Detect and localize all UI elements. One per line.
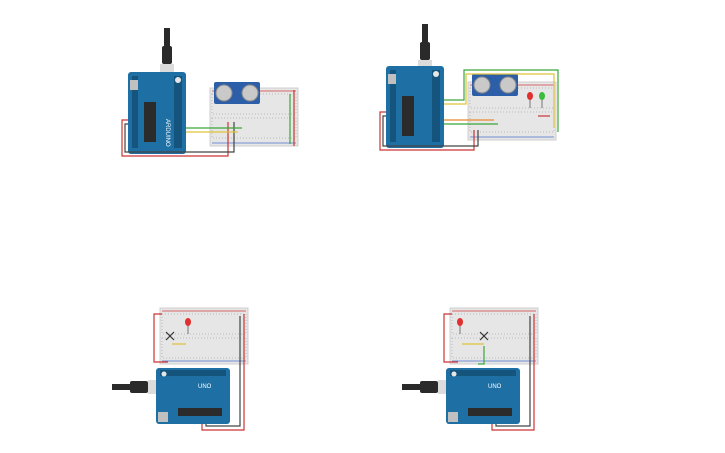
led-button-circuit[interactable]: UNO bbox=[108, 304, 258, 434]
pushbutton-icon[interactable] bbox=[479, 331, 489, 341]
arduino-uno-board[interactable]: ARDUINO bbox=[128, 72, 186, 154]
pushbutton-icon[interactable] bbox=[165, 331, 175, 341]
wires bbox=[121, 90, 295, 157]
ultrasonic-sensor-circuit[interactable]: ARDUINO bbox=[118, 24, 303, 159]
arduino-model-label: UNO bbox=[198, 384, 212, 390]
usb-cable-icon bbox=[402, 380, 448, 394]
red-led-icon[interactable] bbox=[527, 92, 533, 108]
ultrasonic-sensor-with-leds-circuit[interactable] bbox=[378, 20, 563, 155]
green-led-icon[interactable] bbox=[539, 92, 545, 108]
usb-cable-icon bbox=[418, 24, 432, 70]
arduino-uno-board[interactable]: UNO bbox=[156, 368, 230, 424]
usb-cable-icon bbox=[112, 380, 158, 394]
usb-cable-icon bbox=[160, 28, 174, 74]
red-led-icon[interactable] bbox=[185, 318, 191, 334]
wires bbox=[379, 69, 559, 151]
led-button-circuit-2[interactable]: UNO bbox=[398, 304, 548, 434]
arduino-model-label: UNO bbox=[488, 384, 502, 390]
breadboard[interactable] bbox=[159, 307, 249, 365]
arduino-brand-label: ARDUINO bbox=[164, 119, 170, 147]
red-led-icon[interactable] bbox=[457, 318, 463, 334]
arduino-uno-board[interactable] bbox=[386, 66, 444, 148]
arduino-uno-board[interactable]: UNO bbox=[446, 368, 520, 424]
ultrasonic-sensor-icon[interactable] bbox=[472, 74, 518, 96]
ultrasonic-sensor-icon[interactable] bbox=[214, 82, 260, 104]
breadboard[interactable] bbox=[449, 307, 539, 365]
